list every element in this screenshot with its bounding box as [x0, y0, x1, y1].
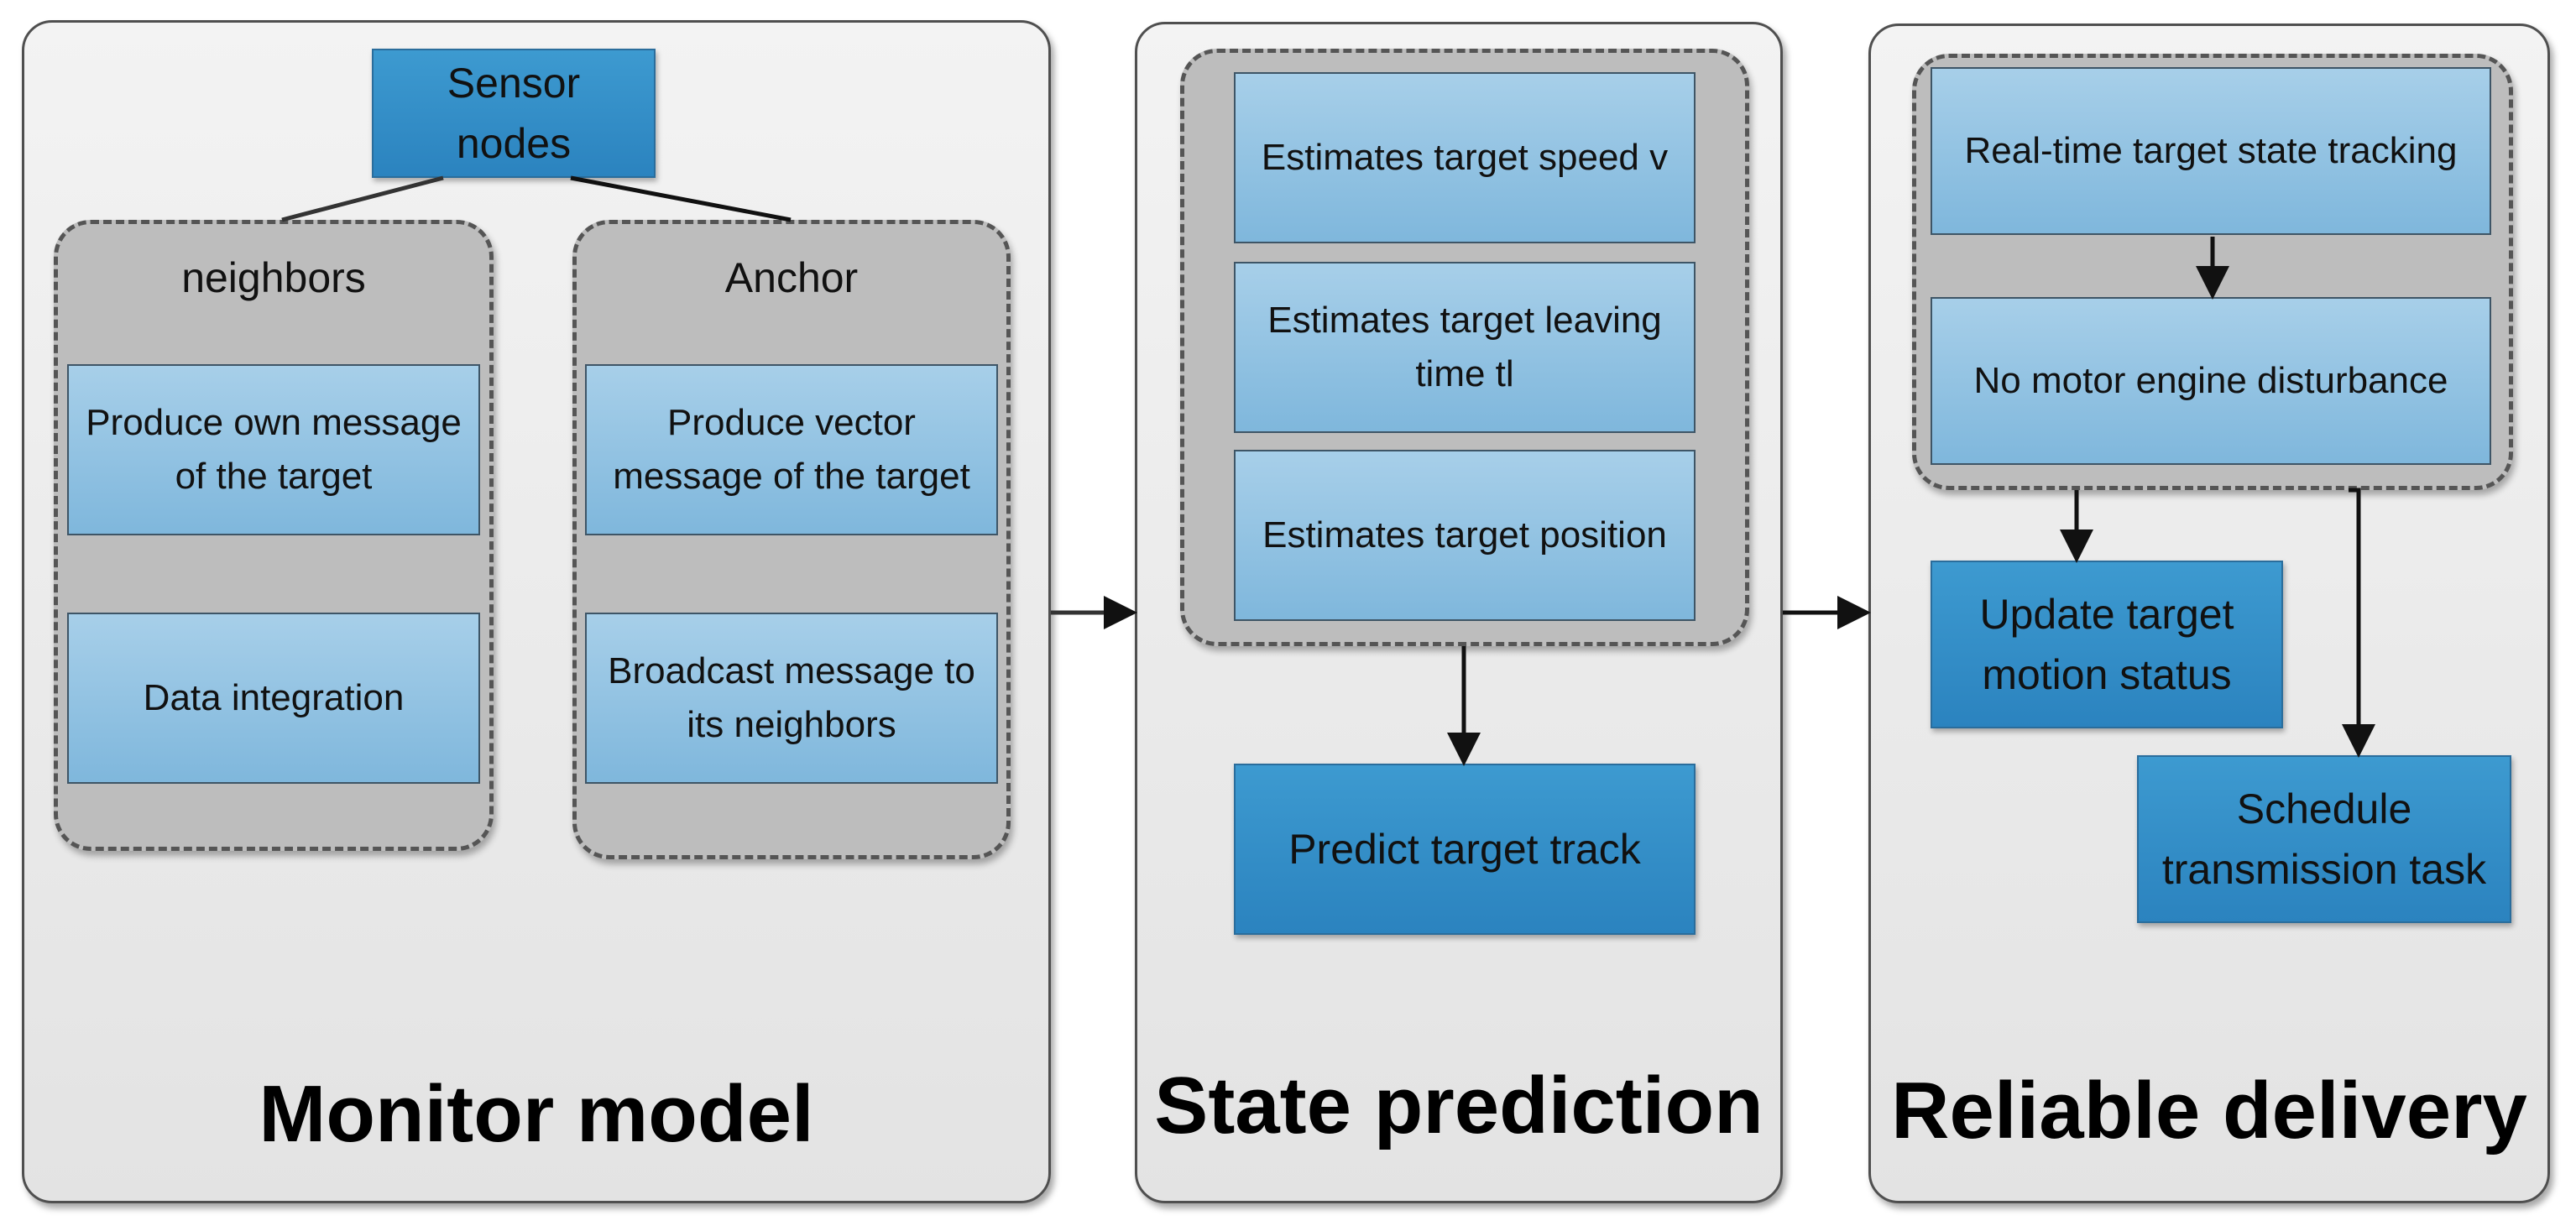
state-estimate-item: Estimates target position — [1234, 450, 1696, 621]
neighbors-label: neighbors — [181, 254, 366, 301]
tracking-item: Real-time target state tracking — [1931, 67, 2491, 235]
update-motion-status-box: Update target motion status — [1931, 561, 2283, 728]
anchor-item: Produce vector message of the target — [585, 364, 998, 535]
sensor-nodes-box: Sensor nodes — [372, 49, 656, 178]
state-estimate-item: Estimates target speed v — [1234, 72, 1696, 243]
state-estimate-item: Estimates target leaving time tl — [1234, 262, 1696, 433]
predict-target-track-box: Predict target track — [1234, 764, 1696, 935]
anchor-item: Broadcast message to its neighbors — [585, 613, 998, 784]
monitor-model-title: Monitor model — [259, 1069, 814, 1159]
state-prediction-title: State prediction — [1154, 1061, 1763, 1150]
schedule-transmission-box: Schedule transmission task — [2137, 755, 2511, 923]
anchor-label: Anchor — [724, 254, 859, 301]
neighbors-item: Produce own message of the target — [67, 364, 480, 535]
group-to-schedule-arrow — [2342, 488, 2375, 758]
neighbors-item: Data integration — [67, 613, 480, 784]
reliable-delivery-title: Reliable delivery — [1891, 1066, 2527, 1156]
sensor-to-anchor-line — [570, 175, 792, 222]
sensor-to-neighbors-line — [281, 175, 444, 222]
